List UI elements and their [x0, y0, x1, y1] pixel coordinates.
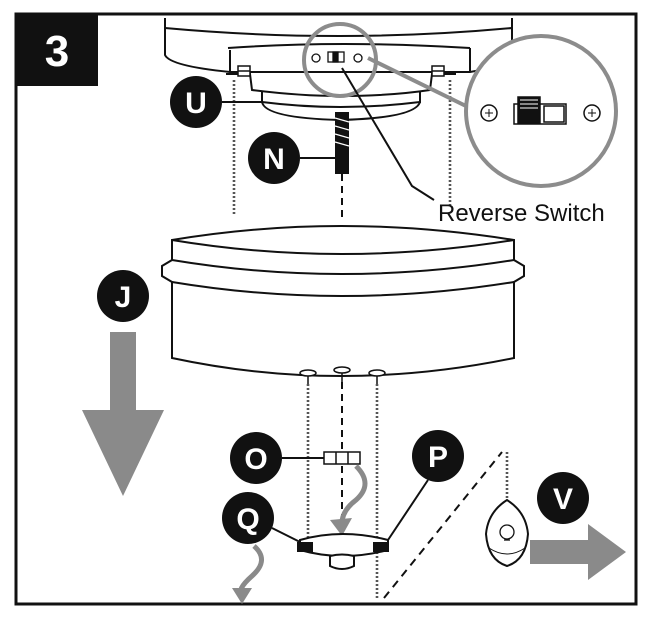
chain-extension-guide — [383, 451, 503, 599]
threaded-rod — [334, 112, 350, 222]
step-number: 3 — [45, 27, 69, 76]
callout-v: V — [537, 472, 589, 524]
lock-nut — [323, 451, 361, 465]
lock-nut-motion-arrowhead — [330, 518, 352, 536]
switch-cup — [297, 533, 389, 570]
light-kit-drum — [161, 225, 525, 377]
reverse-switch-detail — [480, 96, 601, 125]
housing-screw-left — [237, 65, 251, 77]
reverse-switch-label: Reverse Switch — [438, 200, 605, 227]
step-badge: 3 — [16, 14, 98, 86]
callout-q-letter: Q — [236, 503, 259, 536]
fob-direction-arrow — [530, 524, 626, 580]
switch-cup-motion-arrowhead — [232, 588, 252, 604]
reverse-switch-magnifier — [302, 22, 618, 188]
callout-p: P — [387, 430, 464, 541]
callout-v-letter: V — [553, 483, 573, 516]
housing-screw-right — [431, 65, 445, 77]
callout-q: Q — [222, 492, 301, 544]
reverse-switch-small — [311, 51, 363, 63]
drum-direction-arrow — [82, 332, 164, 496]
callout-u: U — [170, 76, 262, 128]
callout-p-letter: P — [428, 441, 448, 474]
callout-o-letter: O — [244, 443, 267, 476]
diagram-frame — [14, 12, 638, 606]
lower-pull-chains — [306, 384, 379, 600]
callout-n-letter: N — [263, 143, 285, 176]
drum-screws — [299, 366, 386, 384]
callout-n: N — [248, 132, 335, 184]
callout-j-letter: J — [115, 281, 132, 314]
callout-u-letter: U — [185, 87, 207, 120]
reverse-switch-callout: Reverse Switch — [341, 67, 605, 227]
pull-chain-fob-assembly — [484, 452, 530, 568]
callout-o: O — [230, 432, 324, 484]
callout-j: J — [97, 270, 149, 322]
